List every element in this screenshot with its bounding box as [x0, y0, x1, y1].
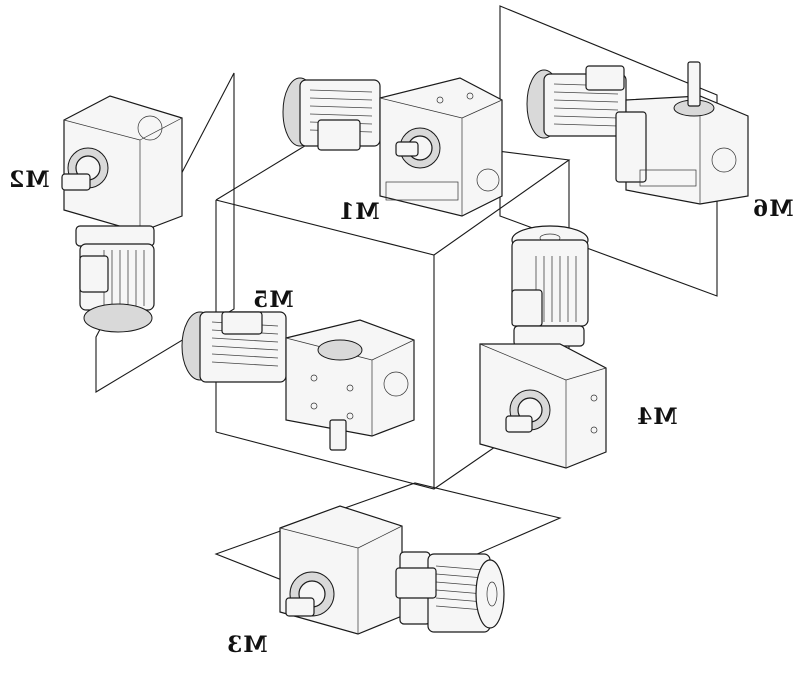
label-m5: M5 [252, 287, 294, 313]
gearmotor-m6 [526, 61, 749, 205]
plane-left [95, 72, 235, 393]
label-m4: M4 [636, 404, 678, 430]
gearmotor-m3 [279, 505, 505, 635]
label-m3: M3 [226, 632, 268, 658]
label-m6: M6 [752, 196, 794, 222]
gearmotor-m1 [282, 77, 503, 217]
gearmotor-m5 [181, 311, 415, 451]
label-m1: M1 [338, 199, 380, 225]
label-m2: M2 [8, 167, 50, 193]
gearmotor-m2 [61, 95, 183, 333]
gearmotor-m4 [479, 225, 607, 469]
